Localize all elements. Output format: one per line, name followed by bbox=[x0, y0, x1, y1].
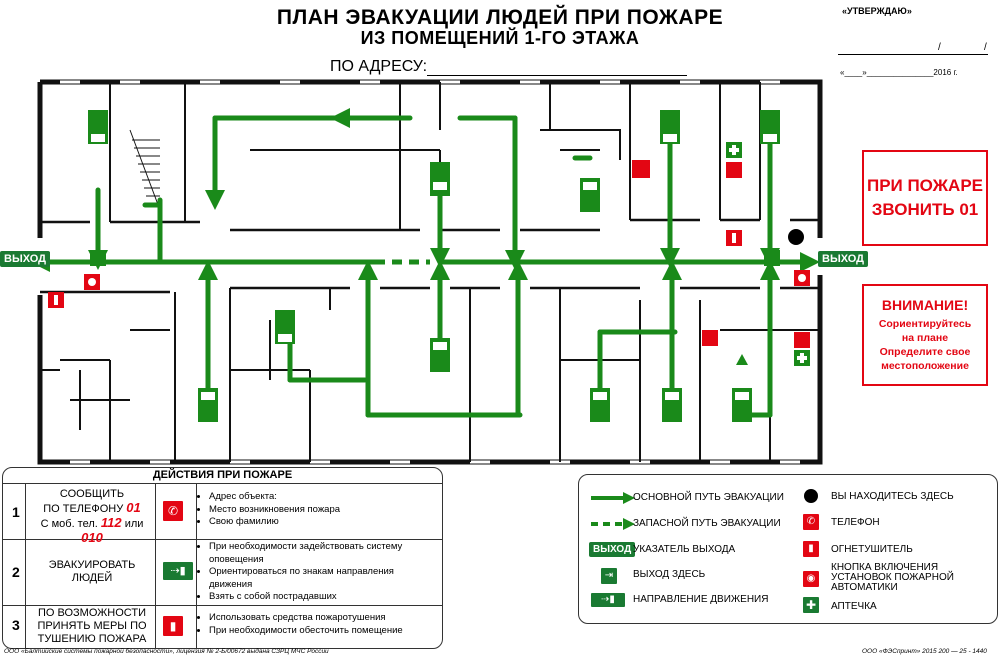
action-label: СООБЩИТЬ ПО ТЕЛЕФОНУ 01 С моб. тел. 112 … bbox=[40, 488, 144, 545]
legend-first-aid: АПТЕЧКА bbox=[831, 601, 877, 612]
plan-direction-signs bbox=[88, 110, 780, 422]
action-number: 2 bbox=[12, 564, 20, 580]
corridor-walls bbox=[40, 218, 820, 294]
address-label: ПО АДРЕСУ: bbox=[330, 58, 428, 75]
address-blank-line bbox=[427, 61, 688, 76]
room-partitions bbox=[40, 82, 820, 462]
exit-here-icon: ⇥ bbox=[601, 568, 617, 584]
address-field: ПО АДРЕСУ: bbox=[330, 58, 688, 76]
action-items: Использовать средства пожаротушения При … bbox=[199, 612, 439, 637]
action-number: 3 bbox=[12, 617, 20, 633]
legend-phone: ТЕЛЕФОН bbox=[831, 517, 880, 528]
you-are-here-icon bbox=[804, 489, 818, 503]
action-items: При необходимости задействовать систему … bbox=[199, 541, 439, 604]
attention-title: ВНИМАНИЕ! bbox=[881, 297, 969, 313]
attention-line: местоположение bbox=[881, 360, 969, 372]
phone-icon: ✆ bbox=[163, 501, 183, 521]
plan-safety-equipment bbox=[48, 142, 810, 366]
legend-extinguisher: ОГНЕТУШИТЕЛЬ bbox=[831, 544, 913, 555]
legend-main-route: ОСНОВНОЙ ПУТЬ ЭВАКУАЦИИ bbox=[633, 492, 784, 503]
approval-slash: / bbox=[984, 42, 987, 53]
action-row: 2 ЭВАКУИРОВАТЬ ЛЮДЕЙ ⇢▮ При необходимост… bbox=[3, 539, 442, 606]
legend: ОСНОВНОЙ ПУТЬ ЭВАКУАЦИИ ЗАПАСНОЙ ПУТЬ ЭВ… bbox=[578, 474, 998, 624]
fire-call-notice: ПРИ ПОЖАРЕ ЗВОНИТЬ 01 bbox=[862, 150, 988, 246]
action-label: ПО ВОЗМОЖНОСТИ ПРИНЯТЬ МЕРЫ ПО ТУШЕНИЮ П… bbox=[37, 607, 147, 645]
approval-signature-line bbox=[838, 52, 988, 55]
attention-line: на плане bbox=[901, 332, 949, 344]
attention-line: Сориентируйтесь bbox=[878, 318, 972, 330]
action-items: Адрес объекта: Место возникновения пожар… bbox=[199, 491, 439, 529]
actions-title: ДЕЙСТВИЯ ПРИ ПОЖАРЕ bbox=[3, 468, 442, 484]
legend-exit-pointer: УКАЗАТЕЛЬ ВЫХОДА bbox=[633, 544, 736, 555]
main-route-arrow-icon bbox=[591, 492, 635, 504]
direction-icon: ⇢▮ bbox=[163, 561, 193, 580]
approval-date: «____»_______________2016 г. bbox=[840, 68, 958, 77]
legend-direction: НАПРАВЛЕНИЕ ДВИЖЕНИЯ bbox=[633, 594, 769, 605]
legend-spare-route: ЗАПАСНОЙ ПУТЬ ЭВАКУАЦИИ bbox=[633, 518, 781, 529]
extinguisher-icon: ▮ bbox=[163, 616, 183, 636]
legend-you-are-here: ВЫ НАХОДИТЕСЬ ЗДЕСЬ bbox=[831, 491, 954, 502]
fire-actions-table: ДЕЙСТВИЯ ПРИ ПОЖАРЕ 1 СООБЩИТЬ ПО ТЕЛЕФО… bbox=[2, 467, 443, 649]
action-row: 3 ПО ВОЗМОЖНОСТИ ПРИНЯТЬ МЕРЫ ПО ТУШЕНИЮ… bbox=[3, 605, 442, 648]
exit-sign-left: ВЫХОД bbox=[0, 251, 51, 267]
fire-button-icon: ◉ bbox=[803, 571, 819, 587]
action-row: 1 СООБЩИТЬ ПО ТЕЛЕФОНУ 01 С моб. тел. 11… bbox=[3, 484, 442, 544]
phone-icon: ✆ bbox=[803, 514, 819, 530]
exit-sign-right: ВЫХОД bbox=[818, 251, 869, 267]
footer-print-info: ООО «ФЭСпринт» 2015 200 — 25 - 1440 bbox=[862, 648, 987, 655]
exit-pointer-icon: ВЫХОД bbox=[589, 542, 636, 557]
plan-title: ПЛАН ЭВАКУАЦИИ ЛЮДЕЙ ПРИ ПОЖАРЕ bbox=[276, 6, 724, 29]
action-number: 1 bbox=[12, 504, 20, 520]
extinguisher-icon: ▮ bbox=[803, 541, 819, 557]
legend-exit-here: ВЫХОД ЗДЕСЬ bbox=[633, 569, 706, 580]
spare-route-arrow-icon bbox=[591, 518, 635, 530]
fire-call-line2: ЗВОНИТЬ 01 bbox=[871, 200, 979, 219]
plan-subtitle: ИЗ ПОМЕЩЕНИЙ 1-ГО ЭТАЖА bbox=[360, 28, 640, 48]
action-label: ЭВАКУИРОВАТЬ ЛЮДЕЙ bbox=[48, 559, 136, 584]
attention-line: Определите свое bbox=[879, 346, 971, 358]
floor-plan bbox=[30, 79, 823, 465]
approval-label: «УТВЕРЖДАЮ» bbox=[842, 6, 912, 16]
first-aid-icon: ✚ bbox=[803, 597, 819, 613]
outer-walls bbox=[37, 79, 823, 465]
stairs bbox=[129, 129, 161, 211]
direction-icon: ⇢▮ bbox=[591, 593, 625, 607]
attention-notice: ВНИМАНИЕ! Сориентируйтесь на плане Опред… bbox=[862, 284, 988, 386]
approval-slash: / bbox=[938, 42, 941, 53]
legend-fire-button: КНОПКА ВКЛЮЧЕНИЯ УСТАНОВОК ПОЖАРНОЙ АВТО… bbox=[831, 562, 954, 593]
fire-call-line1: ПРИ ПОЖАРЕ bbox=[866, 176, 984, 195]
main-evacuation-route bbox=[30, 108, 820, 418]
footer-license: ООО «Балтийские системы пожарной безопас… bbox=[4, 648, 329, 655]
